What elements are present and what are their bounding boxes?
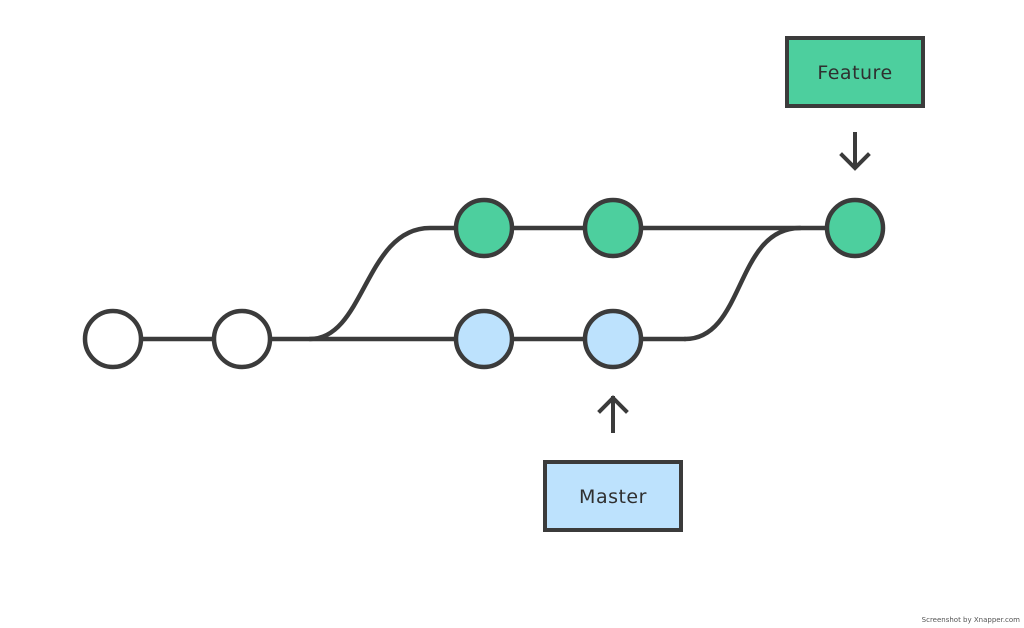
down-arrow-icon [839,132,871,171]
feature-commit-1 [453,197,515,259]
feature-commit-2 [582,197,644,259]
master-commit-1 [453,308,515,370]
watermark-text: Screenshot by Xnapper.com [921,616,1020,624]
commits [82,197,886,370]
up-arrow-icon [597,395,629,433]
feature-commit-3 [824,197,886,259]
feature-label-box [785,36,925,108]
feature-label: Feature [817,62,892,84]
feature-pointer: Feature [785,36,925,171]
merge-line [682,225,803,342]
base-commit-1 [82,308,144,370]
master-commit-2 [582,308,644,370]
master-label: Master [579,486,647,508]
base-commit-2 [211,308,273,370]
feature-fork-line [307,225,858,342]
master-pointer: Master [543,395,683,532]
master-label-box [543,460,683,532]
